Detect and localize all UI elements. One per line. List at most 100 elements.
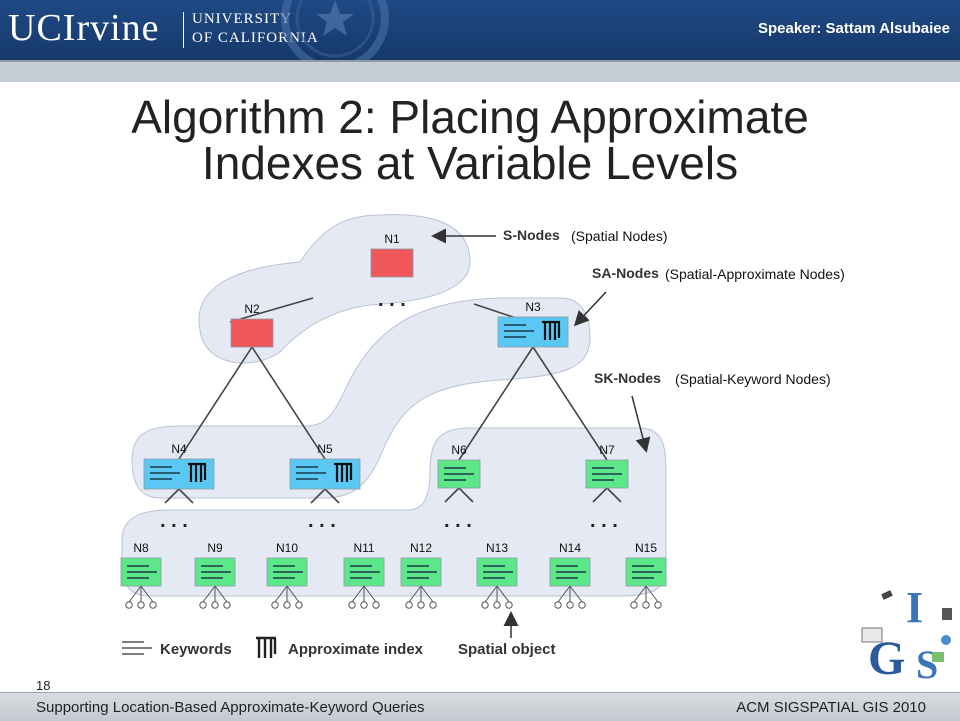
ellipsis-text: . . .	[378, 289, 406, 311]
spatial-object-link	[484, 585, 498, 603]
node-n14: N14	[549, 541, 591, 587]
node-n2: N2	[230, 302, 274, 348]
spatial-object-icon	[223, 601, 231, 609]
ellipsis-text: . . .	[444, 510, 472, 532]
spatial-object-icon	[630, 601, 638, 609]
node-label-n5: N5	[317, 442, 333, 456]
spatial-object-link	[633, 585, 647, 603]
spatial-object-icon	[481, 601, 489, 609]
spatial-object-icon	[566, 601, 574, 609]
spatial-object-icon	[360, 601, 368, 609]
node-label-n7: N7	[599, 443, 615, 457]
node-label-n11: N11	[353, 541, 374, 555]
svg-text:I: I	[906, 583, 923, 632]
annotation-sk-nodes: (Spatial-Keyword Nodes)	[675, 371, 831, 387]
node-label-n1: N1	[384, 232, 400, 246]
spatial-object-link	[351, 585, 365, 603]
node-n3: N3	[497, 300, 569, 348]
gis-logo-icon: I G S	[861, 583, 952, 687]
node-label-n13: N13	[486, 541, 508, 555]
page-number: 18	[36, 678, 51, 693]
uci-seal-icon	[281, 0, 389, 60]
node-n5: N5	[289, 442, 361, 490]
legend-spatial-object: Spatial object	[458, 641, 556, 658]
node-label-n14: N14	[559, 541, 581, 555]
arrow-sa-nodes	[573, 291, 607, 327]
node-label-n4: N4	[171, 442, 187, 456]
tree-edge	[178, 346, 253, 460]
annotation-s-nodes: (Spatial Nodes)	[571, 228, 668, 244]
tree-edge	[458, 346, 534, 461]
spatial-object-icon	[417, 601, 425, 609]
node-label-n9: N9	[207, 541, 223, 555]
annotation-sa-nodes: (Spatial-Approximate Nodes)	[665, 266, 845, 282]
child-stub	[606, 487, 622, 503]
spatial-object-icon	[348, 601, 356, 609]
spatial-object-icon	[137, 601, 145, 609]
child-stub	[178, 488, 194, 504]
approximate-index-icon	[542, 320, 561, 340]
node-label-n8: N8	[133, 541, 149, 555]
svg-text:S: S	[916, 642, 938, 687]
node-n1: N1	[370, 232, 414, 278]
arrow-sk-nodes	[631, 395, 651, 453]
title-line-1: Algorithm 2: Placing Approximate	[131, 91, 809, 143]
ellipsis-text: . . .	[590, 510, 618, 532]
legend-keywords: Keywords	[160, 641, 232, 658]
spatial-object-link	[363, 585, 377, 603]
node-n7: N7	[585, 443, 629, 489]
title-line-2: Indexes at Variable Levels	[201, 137, 739, 189]
spatial-object-link	[140, 585, 154, 603]
ellipsis-text: . . .	[308, 510, 336, 532]
spatial-object-icon	[149, 601, 157, 609]
spatial-object-link	[128, 585, 142, 603]
approximate-index-icon	[256, 636, 277, 658]
child-stub	[458, 487, 474, 503]
spatial-object-link	[645, 585, 659, 603]
spatial-object-link	[569, 585, 583, 603]
node-n10: N10	[266, 541, 308, 587]
node-n8: N8	[120, 541, 162, 587]
node-label-n3: N3	[525, 300, 541, 314]
header-bar: UCIrvine UNIVERSITY OF CALIFORNIA Speake…	[0, 0, 960, 60]
label-sa-nodes: SA-Nodes	[592, 265, 659, 281]
node-n6: N6	[437, 443, 481, 489]
node-box	[370, 248, 414, 278]
spatial-object-link	[496, 585, 510, 603]
spatial-object-icon	[125, 601, 133, 609]
approximate-index-icon	[334, 462, 353, 482]
spatial-object-link	[274, 585, 288, 603]
spatial-object-icon	[199, 601, 207, 609]
legend-approximate-index: Approximate index	[288, 641, 424, 658]
spatial-object-icon	[372, 601, 380, 609]
spatial-object-link	[420, 585, 434, 603]
spatial-object-link	[408, 585, 422, 603]
ellipsis-text: . . .	[160, 510, 188, 532]
node-label-n6: N6	[451, 443, 467, 457]
node-n13: N13	[476, 541, 518, 587]
tree-edge	[229, 297, 314, 323]
spatial-object-icon	[405, 601, 413, 609]
node-label-n15: N15	[635, 541, 657, 555]
slide-title: Algorithm 2: Placing Approximate Indexes…	[40, 94, 900, 186]
speaker-label: Speaker: Sattam Alsubaiee	[757, 20, 950, 37]
spatial-object-icon	[211, 601, 219, 609]
spatial-object-icon	[505, 601, 513, 609]
child-stub	[444, 487, 460, 503]
spatial-object-icon	[271, 601, 279, 609]
child-stub	[164, 488, 180, 504]
logo-separator	[183, 12, 184, 48]
spatial-object-icon	[654, 601, 662, 609]
region-sa-nodes	[131, 297, 591, 499]
spatial-object-icon	[295, 601, 303, 609]
tree-edge	[532, 346, 608, 461]
spatial-object-icon	[578, 601, 586, 609]
spatial-object-link	[557, 585, 571, 603]
spatial-object-icon	[429, 601, 437, 609]
uc-logo-line1: UNIVERSITY	[192, 11, 292, 27]
footer-bar: Supporting Location-Based Approximate-Ke…	[0, 692, 960, 721]
spatial-object-icon	[283, 601, 291, 609]
node-n11: N11	[343, 541, 385, 587]
spatial-object-link	[286, 585, 300, 603]
